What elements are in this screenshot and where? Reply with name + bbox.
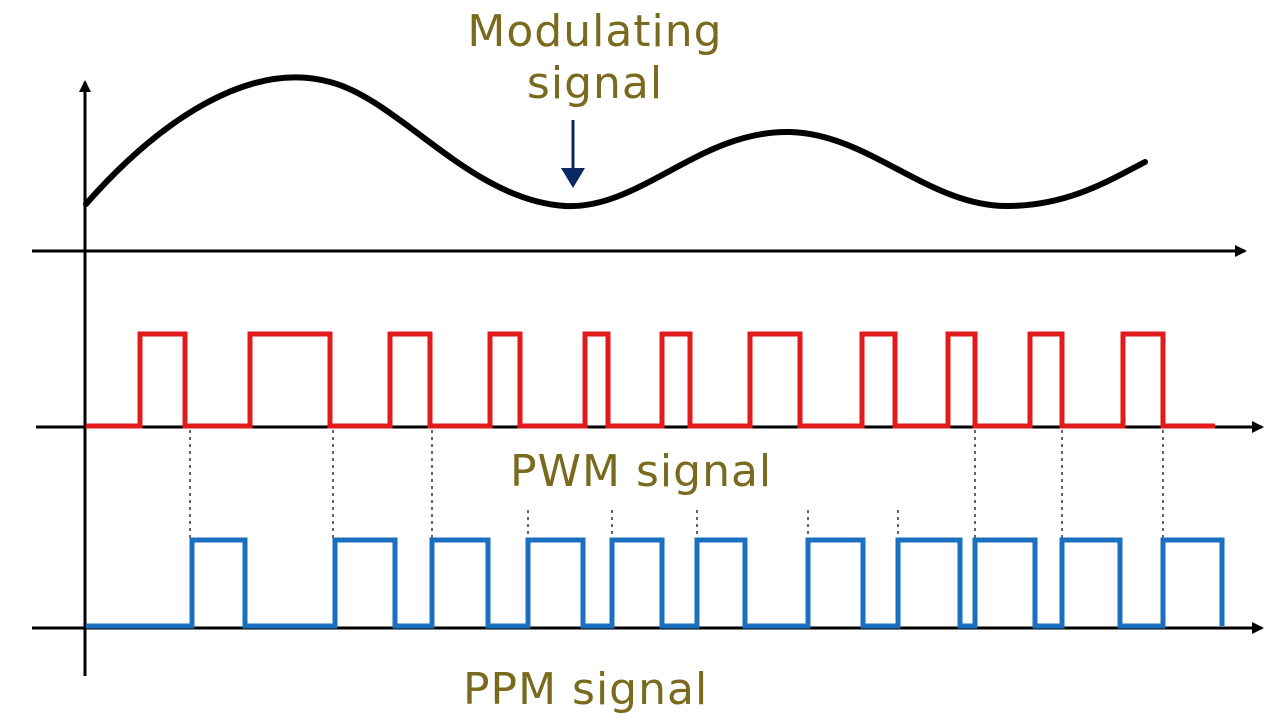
pwm-pulse-train	[86, 331, 1215, 429]
guide-lines	[189, 430, 1164, 540]
modulating-signal-label: Modulating signal	[0, 6, 1190, 110]
modulating-signal-curve	[83, 74, 1148, 210]
modulating-label-line1: Modulating	[467, 6, 723, 57]
ppm-pulse-train	[86, 537, 1225, 629]
ppm-signal-label: PPM signal	[463, 664, 709, 715]
pwm-waveform	[86, 331, 1215, 429]
ppm-waveform	[86, 537, 1225, 629]
modulating-label-line2: signal	[526, 58, 664, 109]
pwm-signal-label: PWM signal	[510, 446, 773, 497]
pointer-arrow-icon	[561, 120, 585, 188]
